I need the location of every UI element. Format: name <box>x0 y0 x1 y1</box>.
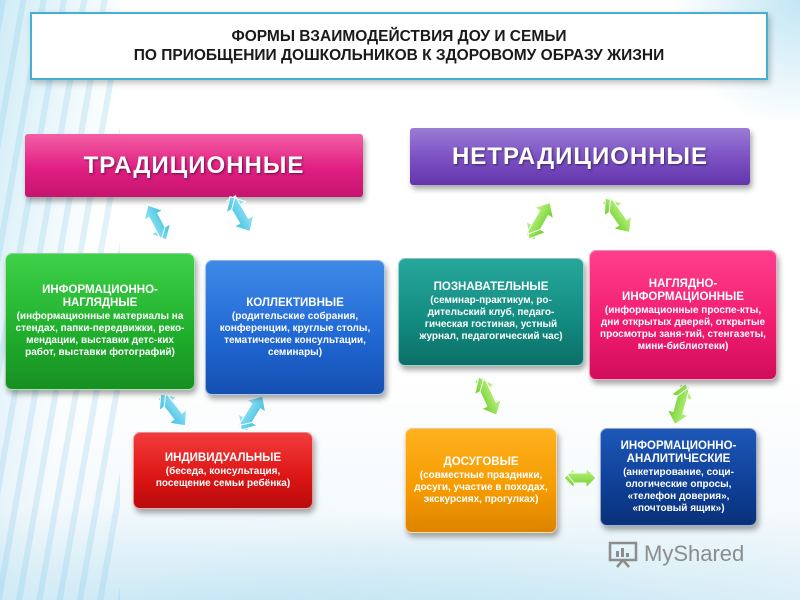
node-collective-body: (родительские собрания, конференции, кру… <box>219 310 371 358</box>
title-line-2: ПО ПРИОБЩЕНИИ ДОШКОЛЬНИКОВ К ЗДОРОВОМУ О… <box>133 47 665 64</box>
node-visual-info-title: НАГЛЯДНО-ИНФОРМАЦИОННЫЕ <box>622 277 744 303</box>
node-cognitive-body: (семинар-практикум, ро-дительский клуб, … <box>419 295 563 342</box>
node-leisure-title: ДОСУГОВЫЕ <box>443 455 519 468</box>
title-line-1: ФОРМЫ ВЗАИМОДЕЙСТВИЯ ДОУ И СЕМЬИ <box>231 28 567 45</box>
title-box: ФОРМЫ ВЗАИМОДЕЙСТВИЯ ДОУ И СЕМЬИ ПО ПРИО… <box>30 12 768 80</box>
traditional-header: ТРАДИЦИОННЫЕ <box>25 134 363 197</box>
node-collective-title: КОЛЛЕКТИВНЫЕ <box>246 296 344 309</box>
node-analytical-body: (анкетирование, соци-ологические опросы,… <box>623 466 734 514</box>
node-leisure-body: (совместные праздники, досуги, участие в… <box>414 469 548 505</box>
node-info-visual: ИНФОРМАЦИОННО-НАГЛЯДНЫЕ (информационные … <box>5 253 195 390</box>
arrow-nontraditional-to-cognitive <box>524 202 555 241</box>
node-info-visual-title: ИНФОРМАЦИОННО-НАГЛЯДНЫЕ <box>42 284 158 309</box>
node-analytical: ИНФОРМАЦИОННО-АНАЛИТИЧЕСКИЕ (анкетирован… <box>600 428 757 526</box>
node-individual: ИНДИВИДУАЛЬНЫЕ (беседа, консультация, по… <box>133 432 313 509</box>
node-analytical-title: ИНФОРМАЦИОННО-АНАЛИТИЧЕСКИЕ <box>620 439 737 465</box>
arrow-collective-to-individual <box>237 395 267 432</box>
node-cognitive: ПОЗНАВАТЕЛЬНЫЕ (семинар-практикум, ро-ди… <box>398 258 584 366</box>
node-leisure: ДОСУГОВЫЕ (совместные праздники, досуги,… <box>405 428 557 533</box>
arrow-traditional-to-collective <box>225 194 255 232</box>
arrow-visual-info-to-analytical <box>666 382 694 426</box>
node-cognitive-title: ПОЗНАВАТЕЛЬНЫЕ <box>433 281 549 293</box>
node-collective: КОЛЛЕКТИВНЫЕ (родительские собрания, кон… <box>205 260 385 395</box>
arrow-traditional-to-info-visual <box>143 204 172 242</box>
presentation-board-icon <box>608 541 638 568</box>
node-visual-info-body: (информационные проспе-кты, дни открытых… <box>600 304 766 352</box>
arrow-nontraditional-to-visual-info <box>601 195 633 233</box>
node-visual-info: НАГЛЯДНО-ИНФОРМАЦИОННЫЕ (информационные … <box>589 250 777 380</box>
node-info-visual-body: (информационные материалы на стендах, па… <box>15 311 185 358</box>
arrow-info-visual-to-individual <box>157 391 188 427</box>
node-individual-title: ИНДИВИДУАЛЬНЫЕ <box>164 451 282 464</box>
nontraditional-header-label: НЕТРАДИЦИОННЫЕ <box>451 142 709 170</box>
arrow-cognitive-to-leisure <box>473 375 503 416</box>
myshared-logo: MyShared <box>608 539 768 569</box>
traditional-header-label: ТРАДИЦИОННЫЕ <box>83 151 305 179</box>
nontraditional-header: НЕТРАДИЦИОННЫЕ <box>410 128 750 185</box>
myshared-logo-text: MyShared <box>644 541 745 566</box>
node-individual-body: (беседа, консультация, посещение семьи р… <box>155 465 291 489</box>
arrow-leisure-to-analytical <box>563 466 597 490</box>
